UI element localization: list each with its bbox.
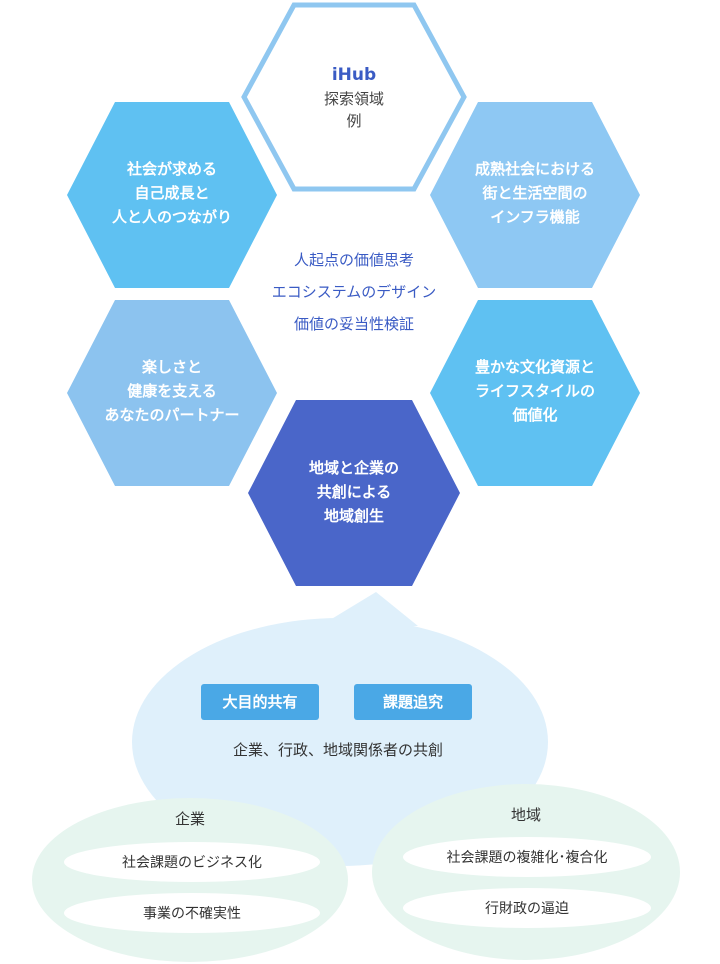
company-item-2: 事業の不確実性 xyxy=(143,906,241,922)
company-pill-1 xyxy=(64,842,320,882)
cloud-content: 大目的共有 課題追究 企業、行政、地域関係者の共創 xyxy=(201,684,472,759)
center-principles: 人起点の価値思考 エコシステムのデザイン 価値の妥当性検証 xyxy=(272,251,437,333)
hexagon-top-left: 社会が求める 自己成長と 人と人のつながり xyxy=(67,102,277,288)
region-pill-2 xyxy=(403,888,651,928)
company-item-1: 社会課題のビジネス化 xyxy=(122,855,262,871)
hexagon-hub: iHub 探索領域 例 xyxy=(241,2,467,192)
badge-issue-pursuit-label: 課題追究 xyxy=(383,693,443,711)
bottom-left-line-2: 健康を支える xyxy=(127,382,217,400)
hexagon-top-right: 成熟社会における 街と生活空間の インフラ機能 xyxy=(430,102,640,288)
bottom-line-3: 地域創生 xyxy=(324,507,384,525)
hexagon-bottom: 地域と企業の 共創による 地域創生 xyxy=(248,400,460,586)
bottom-right-line-1: 豊かな文化資源と xyxy=(475,358,595,376)
company-title: 企業 xyxy=(175,810,205,828)
hexagon-bottom-left: 楽しさと 健康を支える あなたのパートナー xyxy=(67,300,277,486)
top-left-line-3: 人と人のつながり xyxy=(112,208,232,226)
badge-issue-pursuit xyxy=(354,684,472,720)
bottom-right-line-2: ライフスタイルの xyxy=(475,382,595,400)
bottom-right-line-3: 価値化 xyxy=(511,406,557,424)
hub-line-2: 例 xyxy=(346,112,361,130)
center-line-3: 価値の妥当性検証 xyxy=(294,315,414,333)
cloud-caption: 企業、行政、地域関係者の共創 xyxy=(233,741,443,759)
top-left-line-1: 社会が求める xyxy=(126,160,217,178)
center-line-1: 人起点の価値思考 xyxy=(294,251,414,269)
top-left-line-2: 自己成長と xyxy=(134,184,209,202)
hexagon-bottom-right: 豊かな文化資源と ライフスタイルの 価値化 xyxy=(430,300,640,486)
region-item-2: 行財政の逼迫 xyxy=(485,901,569,917)
region-title: 地域 xyxy=(511,806,541,824)
group-company: 企業 社会課題のビジネス化 事業の不確実性 xyxy=(32,798,348,962)
bottom-line-2: 共創による xyxy=(317,483,392,501)
hub-title: iHub xyxy=(332,65,376,85)
company-pill-2 xyxy=(64,893,320,933)
top-right-line-2: 街と生活空間の xyxy=(481,184,587,202)
bottom-line-1: 地域と企業の xyxy=(309,459,399,477)
bottom-left-line-3: あなたのパートナー xyxy=(104,406,239,424)
top-right-line-3: インフラ機能 xyxy=(490,208,580,226)
region-pill-1 xyxy=(403,837,651,877)
badge-shared-purpose-label: 大目的共有 xyxy=(222,693,297,711)
bottom-left-line-1: 楽しさと xyxy=(142,358,202,376)
badge-shared-purpose xyxy=(201,684,319,720)
region-item-1: 社会課題の複雑化･複合化 xyxy=(447,849,608,866)
top-right-line-1: 成熟社会における xyxy=(475,160,595,178)
hub-line-1: 探索領域 xyxy=(324,90,384,108)
group-region: 地域 社会課題の複雑化･複合化 行財政の逼迫 xyxy=(372,784,680,960)
center-line-2: エコシステムのデザイン xyxy=(272,283,437,301)
